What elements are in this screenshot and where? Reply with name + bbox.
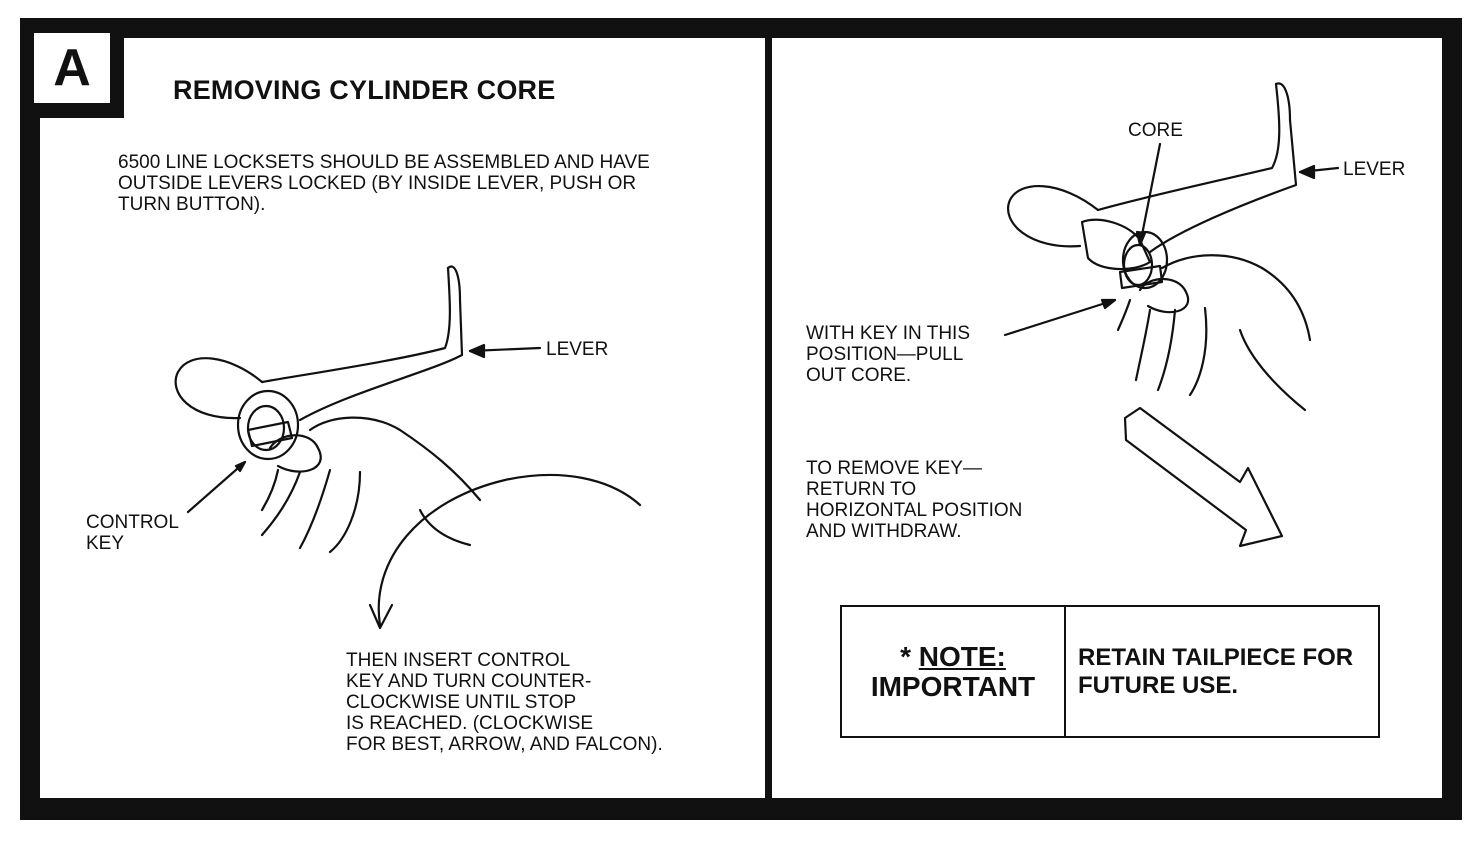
right-lever-label: LEVER [1343,159,1406,180]
note-text: RETAIN TAILPIECE FOR FUTURE USE. [1078,643,1354,699]
remove-key-instruction: TO REMOVE KEY— RETURN TO HORIZONTAL POSI… [806,458,1023,542]
left-lever-label: LEVER [546,339,609,360]
right-leader-lines [1003,142,1340,337]
turn-instruction: THEN INSERT CONTROL KEY AND TURN COUNTER… [346,650,663,755]
core-label: CORE [1128,120,1183,141]
important-note-box: * NOTE: IMPORTANT RETAIN TAILPIECE FOR F… [840,605,1380,738]
rotation-arrow-drawing [368,473,642,630]
page-title: REMOVING CYLINDER CORE [173,75,556,105]
right-hand-drawing [1116,254,1312,412]
section-badge: A [20,18,124,118]
important-label: IMPORTANT [870,670,1036,702]
pull-instruction: WITH KEY IN THIS POSITION—PULL OUT CORE. [806,323,970,386]
note-label: NOTE: [918,640,1006,672]
pull-arrow-drawing [1123,406,1284,548]
note-star: * [900,640,911,672]
control-key-label: CONTROL KEY [86,512,179,554]
left-hand-drawing [246,416,482,554]
intro-text: 6500 LINE LOCKSETS SHOULD BE ASSEMBLED A… [118,152,650,215]
left-leader-lines [186,343,542,514]
document-frame [20,18,1462,820]
left-lever-drawing [174,265,464,461]
left-panel [40,38,765,798]
note-label-line1: * NOTE: [900,640,1006,672]
note-label-cell: * NOTE: IMPORTANT [842,607,1066,736]
section-letter: A [34,33,110,103]
